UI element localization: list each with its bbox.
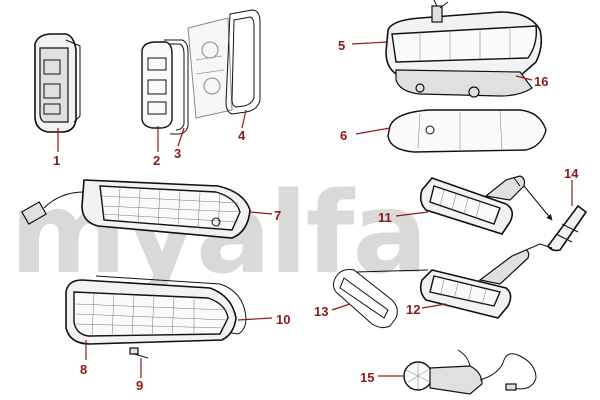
leader-lines (57, 41, 573, 378)
part-13-gasket-frame[interactable] (332, 269, 429, 329)
part-8-lens-grid (75, 293, 229, 337)
part-15-bulb-socket[interactable] (403, 349, 537, 395)
leader-line-12 (421, 303, 447, 309)
callout-6[interactable]: 6 (340, 128, 347, 143)
part-12-side-marker[interactable] (419, 243, 553, 319)
part-9-screw[interactable] (129, 347, 149, 359)
callout-11[interactable]: 11 (378, 210, 392, 225)
bulb-holder-assembly[interactable] (187, 17, 233, 119)
callout-7[interactable]: 7 (274, 208, 281, 223)
part-4-outer-gasket[interactable] (225, 9, 261, 115)
leader-line-5 (351, 41, 389, 45)
leader-line-7 (249, 211, 273, 215)
part-2-lens[interactable] (141, 41, 173, 129)
part-10-lamp-gasket[interactable] (95, 275, 247, 335)
callout-3[interactable]: 3 (174, 146, 181, 161)
leader-line-13 (331, 303, 351, 311)
leader-line-11 (395, 211, 429, 217)
callout-15[interactable]: 15 (360, 370, 374, 385)
callout-8[interactable]: 8 (80, 362, 87, 377)
callout-13[interactable]: 13 (314, 304, 328, 319)
callout-16[interactable]: 16 (534, 74, 548, 89)
callout-layer: 1 2 3 4 5 6 7 8 9 10 11 12 13 14 15 16 (53, 38, 579, 393)
part-11-side-marker[interactable] (419, 175, 526, 235)
part-7-lens-grid (101, 187, 241, 231)
leader-line-10 (237, 317, 273, 321)
callout-1[interactable]: 1 (53, 153, 60, 168)
callout-4[interactable]: 4 (238, 128, 246, 143)
callout-12[interactable]: 12 (406, 302, 420, 317)
part-1-side-light-housing[interactable] (34, 33, 81, 133)
part-7-front-indicator[interactable] (21, 179, 251, 239)
part-5-rear-lamp-assembly[interactable] (385, 0, 543, 98)
part-3-gasket[interactable] (164, 39, 189, 135)
leader-line-6 (355, 127, 391, 135)
callout-5[interactable]: 5 (338, 38, 345, 53)
leader-line-4 (241, 109, 247, 129)
leader-line-16 (515, 75, 533, 81)
callout-10[interactable]: 10 (276, 312, 290, 327)
callout-14[interactable]: 14 (564, 166, 579, 181)
callout-9[interactable]: 9 (136, 378, 143, 393)
leader-line-3 (177, 127, 185, 147)
part-8-parking-lamp[interactable] (65, 279, 237, 345)
part-6-lens[interactable] (387, 109, 547, 153)
part-14-rubber-boot[interactable] (523, 185, 588, 252)
callout-2[interactable]: 2 (153, 153, 160, 168)
